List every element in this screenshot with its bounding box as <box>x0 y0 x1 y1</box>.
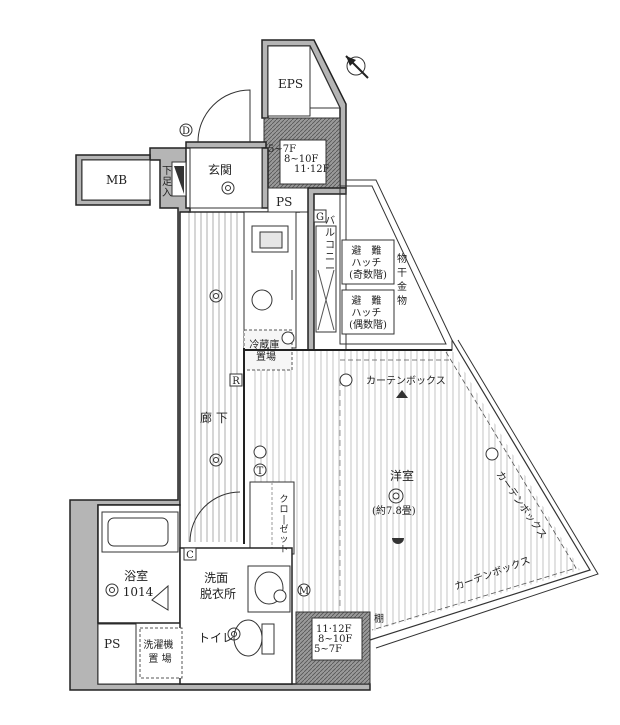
compass-icon <box>345 55 369 79</box>
floors-top-line: 11·12F <box>294 164 330 175</box>
genkan-label: 玄関 <box>208 162 232 177</box>
hatch-even-box <box>341 289 395 335</box>
mb-label: MB <box>106 173 127 187</box>
balcony-label: バルコニー <box>325 215 335 275</box>
floors-top-label: 5~7F 8~10F 11·12F <box>268 144 330 175</box>
closet-vert-text: クロ|ゼット <box>279 494 288 555</box>
curtain-box-top-label: カーテンボックス <box>366 375 446 387</box>
washer-area <box>139 627 183 679</box>
genkan-wall <box>185 141 267 149</box>
ps-top-box <box>267 187 309 213</box>
eps-triangle <box>309 45 341 109</box>
floors-top-line: 8~10F <box>284 154 318 165</box>
bath-label: 浴室 1014 <box>123 568 154 599</box>
washer-label: 洗濯機 置 場 <box>143 638 176 665</box>
youshitsu-outer-wall <box>369 339 591 641</box>
ps-bottom-label: PS <box>104 637 120 651</box>
marker-g: G <box>316 212 324 223</box>
entrance-door <box>197 89 251 143</box>
ps-bottom-box <box>97 623 137 685</box>
youshitsu-floor <box>250 350 580 632</box>
shoe-storage-char: 足 <box>162 176 172 188</box>
mb-box <box>81 159 151 201</box>
genkan-floor <box>189 147 263 209</box>
eps-label: EPS <box>278 77 303 91</box>
outlet-icon <box>253 331 499 603</box>
ps-top-label: PS <box>276 195 292 209</box>
shelf-label: 棚 <box>374 612 384 625</box>
closet-label: クロ|ゼット <box>279 494 288 555</box>
marker-r: R <box>232 376 240 387</box>
marker-m: M <box>299 586 309 597</box>
youshitsu-label: 洋室 <box>390 468 414 483</box>
shoe-storage-label: 下 足 入 <box>162 166 175 199</box>
marker-d: D <box>182 126 190 137</box>
shoe-storage-char: 入 <box>162 188 172 199</box>
hatch-even-label: 避 難 ハッチ (偶数階) <box>349 294 387 331</box>
storage-vert-text: 物干金物 <box>397 252 407 307</box>
floors-bottom-label: 11·12F 8~10F 5~7F <box>314 624 356 655</box>
eps-box <box>267 45 311 117</box>
balcony-storage-label: 物干金物 <box>397 252 407 307</box>
hatch-odd-label: 避 難 ハッチ (奇数階) <box>349 244 387 281</box>
youshitsu-size-label: (約7.8畳) <box>372 504 416 517</box>
toilet-label: トイレ <box>198 631 234 645</box>
balcony-vert-text: バルコニー <box>325 215 335 275</box>
shoe-storage-char: 下 <box>162 166 172 177</box>
hatch-odd-box <box>341 239 395 285</box>
marker-t: T <box>257 466 264 477</box>
ceiling-light-icon <box>105 181 404 641</box>
fridge-label: 冷蔵庫 置場 <box>249 338 282 363</box>
hallway-label: 廊 下 <box>200 410 228 425</box>
washroom-label: 洗面 脱衣所 <box>200 571 236 601</box>
floors-top-line: 5~7F <box>268 144 296 155</box>
marker-c: C <box>186 550 194 561</box>
